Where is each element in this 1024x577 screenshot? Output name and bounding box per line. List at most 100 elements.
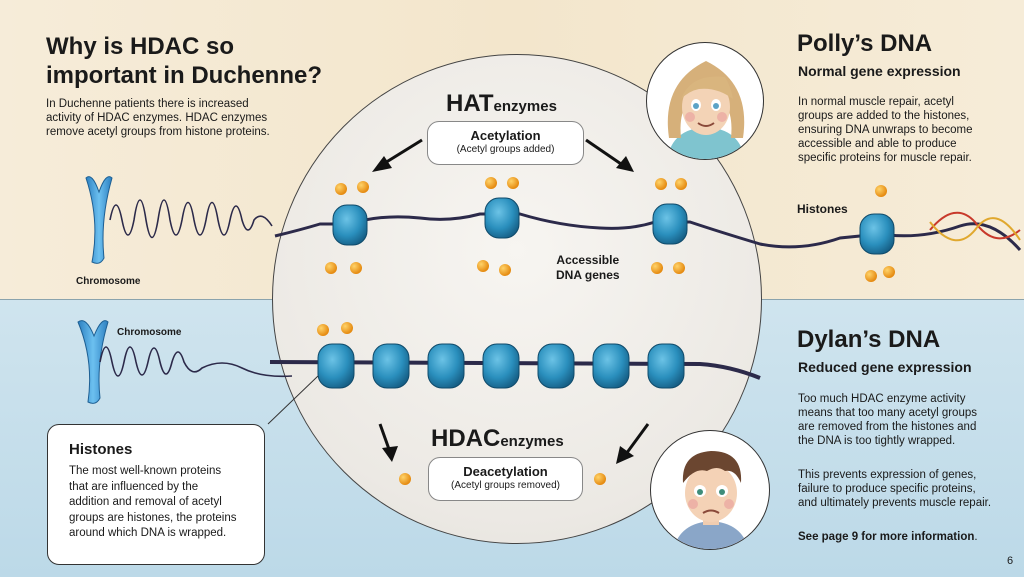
histone-icon bbox=[372, 343, 410, 389]
boy-portrait-icon bbox=[673, 451, 749, 549]
deacetylation-pill: Deacetylation (Acetyl groups removed) bbox=[428, 457, 583, 501]
acetyl-group-icon bbox=[477, 260, 489, 272]
dylan-body-1: Too much HDAC enzyme activity means that… bbox=[798, 392, 977, 448]
chromosome-label-top: Chromosome bbox=[76, 276, 141, 287]
histone-icon bbox=[482, 343, 520, 389]
dylan-body-line: are removed from the histones and bbox=[798, 421, 977, 433]
acetyl-group-icon bbox=[399, 473, 411, 485]
page-number: 6 bbox=[1007, 555, 1014, 567]
callout-body-line: around which DNA is wrapped. bbox=[69, 527, 227, 539]
acetyl-group-icon bbox=[507, 177, 519, 189]
histone-icon bbox=[484, 197, 520, 239]
intro-body-line: activity of HDAC enzymes. HDAC enzymes bbox=[46, 112, 268, 124]
acetyl-group-icon bbox=[341, 322, 353, 334]
dylan-body-2: This prevents expression of genes, failu… bbox=[798, 468, 991, 510]
intro-title: Why is HDAC so important in Duchenne? bbox=[46, 32, 322, 90]
histone-icon bbox=[332, 204, 368, 246]
callout-body: The most well-known proteins that are in… bbox=[69, 464, 237, 542]
intro-title-line: Why is HDAC so bbox=[46, 33, 235, 60]
chromosome-label-bottom: Chromosome bbox=[117, 327, 182, 338]
dylan-title: Dylan’s DNA bbox=[797, 326, 941, 353]
acetyl-group-icon bbox=[317, 324, 329, 336]
intro-body-line: remove acetyl groups from histone protei… bbox=[46, 126, 270, 138]
callout-pointer bbox=[267, 375, 319, 425]
dylan-body-line: means that too many acetyl groups bbox=[798, 407, 977, 419]
acetylation-subtitle: (Acetyl groups added) bbox=[456, 144, 555, 155]
accessible-dna-label: Accessible DNA genes bbox=[556, 253, 620, 283]
hat-enzyme-word: enzymes bbox=[493, 98, 557, 115]
arrow-icon bbox=[616, 423, 650, 464]
see-page-period: . bbox=[974, 531, 978, 543]
histone-icon bbox=[317, 343, 355, 389]
girl-portrait-icon bbox=[667, 61, 745, 159]
deacetylation-subtitle: (Acetyl groups removed) bbox=[451, 480, 560, 491]
dylan-body-line: Too much HDAC enzyme activity bbox=[798, 393, 966, 405]
arrow-icon bbox=[585, 138, 634, 172]
callout-body-line: addition and removal of acetyl bbox=[69, 496, 222, 508]
dylan-portrait bbox=[650, 430, 770, 550]
intro-body: In Duchenne patients there is increased … bbox=[46, 97, 270, 139]
dna-helix-icon bbox=[929, 211, 1021, 242]
callout-body-line: The most well-known proteins bbox=[69, 465, 222, 477]
hat-enzyme-name: HAT bbox=[446, 90, 494, 117]
acetyl-group-icon bbox=[883, 266, 895, 278]
acetyl-group-icon bbox=[875, 185, 887, 197]
chromosome-icon bbox=[85, 176, 113, 264]
accessible-line: DNA genes bbox=[556, 268, 620, 282]
hdac-enzyme-word: enzymes bbox=[500, 433, 564, 450]
polly-body-line: In normal muscle repair, acetyl bbox=[798, 96, 954, 108]
chromosome-icon bbox=[77, 320, 109, 404]
callout-body-line: groups are histones, the proteins bbox=[69, 511, 237, 524]
histones-label: Histones bbox=[797, 202, 848, 216]
acetyl-group-icon bbox=[655, 178, 667, 190]
arrow-icon bbox=[372, 138, 423, 172]
hat-enzymes-label: HATenzymes bbox=[446, 90, 557, 118]
acetyl-group-icon bbox=[325, 262, 337, 274]
acetyl-group-icon bbox=[865, 270, 877, 282]
acetyl-group-icon bbox=[335, 183, 347, 195]
acetyl-group-icon bbox=[350, 262, 362, 274]
dylan-body-line: the DNA is too tightly wrapped. bbox=[798, 435, 956, 447]
dylan-body-line: This prevents expression of genes, bbox=[798, 469, 977, 481]
polly-body-line: accessible and able to produce bbox=[798, 138, 957, 150]
see-page-note: See page 9 for more information. bbox=[798, 530, 978, 544]
polly-title: Polly’s DNA bbox=[797, 30, 933, 57]
dna-strand-top bbox=[274, 212, 1022, 251]
histone-icon bbox=[592, 343, 630, 389]
dna-strand-bottom bbox=[269, 360, 761, 380]
accessible-line: Accessible bbox=[556, 253, 620, 267]
histone-icon bbox=[859, 213, 895, 255]
dylan-body-line: failure to produce specific proteins, bbox=[798, 483, 976, 495]
acetyl-group-icon bbox=[651, 262, 663, 274]
acetyl-group-icon bbox=[499, 264, 511, 276]
histone-icon bbox=[537, 343, 575, 389]
acetyl-group-icon bbox=[357, 181, 369, 193]
deacetylation-title: Deacetylation bbox=[463, 464, 548, 479]
polly-body-line: ensuring DNA unwraps to become bbox=[798, 124, 973, 136]
acetylation-title: Acetylation bbox=[470, 128, 541, 143]
hdac-enzyme-name: HDAC bbox=[431, 425, 501, 452]
histone-icon bbox=[652, 203, 688, 245]
histone-icon bbox=[647, 343, 685, 389]
polly-body-line: specific proteins for muscle repair. bbox=[798, 152, 972, 164]
polly-subtitle: Normal gene expression bbox=[798, 63, 961, 79]
acetyl-group-icon bbox=[675, 178, 687, 190]
coiled-dna-strand bbox=[99, 346, 293, 378]
hdac-enzymes-label: HDACenzymes bbox=[431, 425, 564, 453]
arrow-icon bbox=[378, 423, 398, 462]
intro-title-line: important in Duchenne? bbox=[46, 62, 322, 89]
acetylation-pill: Acetylation (Acetyl groups added) bbox=[427, 121, 584, 165]
histone-icon bbox=[427, 343, 465, 389]
see-page-link[interactable]: See page 9 for more information bbox=[798, 531, 975, 543]
polly-portrait bbox=[646, 42, 764, 160]
polly-body: In normal muscle repair, acetyl groups a… bbox=[798, 95, 973, 165]
intro-body-line: In Duchenne patients there is increased bbox=[46, 98, 249, 110]
dylan-subtitle: Reduced gene expression bbox=[798, 359, 972, 375]
coiled-dna-strand bbox=[109, 199, 273, 239]
acetyl-group-icon bbox=[485, 177, 497, 189]
histones-callout: Histones The most well-known proteins th… bbox=[47, 424, 265, 565]
acetyl-group-icon bbox=[594, 473, 606, 485]
callout-title: Histones bbox=[69, 441, 133, 458]
callout-body-line: that are influenced by the bbox=[69, 480, 199, 493]
